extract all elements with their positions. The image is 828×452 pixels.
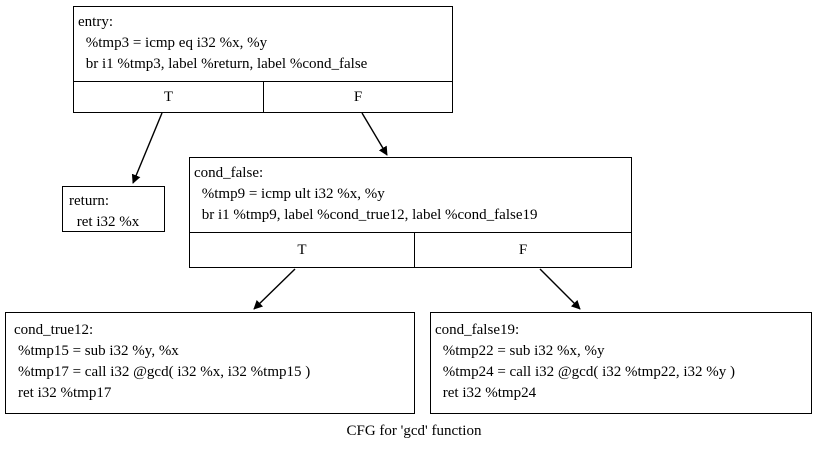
node-return-line-1: ret i32 %x [73,214,140,230]
node-entry-port-true[interactable]: T [163,88,174,105]
node-return-body: return: ret i32 %x [63,187,164,237]
node-cond-false-line-1: %tmp9 = icmp ult i32 %x, %y [198,186,385,202]
node-cond-true12[interactable]: cond_true12: %tmp15 = sub i32 %y, %x %tm… [5,312,415,414]
node-cond-false[interactable]: cond_false: %tmp9 = icmp ult i32 %x, %y … [189,157,632,268]
node-cond-true12-line-2: %tmp17 = call i32 @gcd( i32 %x, i32 %tmp… [18,364,311,380]
node-cond-false19[interactable]: cond_false19: %tmp22 = sub i32 %x, %y %t… [430,312,812,414]
node-cond-false-ports: T F [190,232,631,267]
node-entry-port-false[interactable]: F [263,82,452,112]
node-cond-false-line-0: cond_false: [194,165,264,181]
node-entry-line-1: %tmp3 = icmp eq i32 %x, %y [82,35,268,51]
node-cond-false19-body: cond_false19: %tmp22 = sub i32 %x, %y %t… [431,313,811,410]
node-cond-true12-line-0: cond_true12: [14,322,94,338]
node-entry-line-0: entry: [78,14,113,30]
node-cond-true12-line-3: ret i32 %tmp17 [18,385,112,401]
node-cond-true12-line-1: %tmp15 = sub i32 %y, %x [18,343,179,359]
edge-cond-false-T-to-cond-true12 [253,268,296,310]
diagram-caption: CFG for 'gcd' function [346,423,482,439]
node-cond-false-port-false[interactable]: F [414,233,631,267]
node-cond-false19-line-0: cond_false19: [435,322,520,338]
node-cond-false-body: cond_false: %tmp9 = icmp ult i32 %x, %y … [190,158,631,232]
node-entry-ports: T F [74,81,452,112]
node-entry-line-2: br i1 %tmp3, label %return, label %cond_… [82,56,368,72]
node-return-line-0: return: [69,193,109,209]
edge-entry-T-to-return [131,112,163,184]
node-cond-false19-line-3: ret i32 %tmp24 [439,385,537,401]
node-cond-false-port-true[interactable]: T [297,241,307,258]
node-cond-false-line-2: br i1 %tmp9, label %cond_true12, label %… [198,207,538,223]
edge-entry-F-to-cond-false [361,112,388,156]
node-return[interactable]: return: ret i32 %x [62,186,165,232]
node-cond-false19-line-1: %tmp22 = sub i32 %x, %y [439,343,605,359]
edge-cond-false-F-to-cond-false19 [539,268,581,310]
node-cond-true12-body: cond_true12: %tmp15 = sub i32 %y, %x %tm… [6,313,414,410]
node-entry-body: entry: %tmp3 = icmp eq i32 %x, %y br i1 … [74,7,452,81]
node-entry[interactable]: entry: %tmp3 = icmp eq i32 %x, %y br i1 … [73,6,453,113]
node-cond-false19-line-2: %tmp24 = call i32 @gcd( i32 %tmp22, i32 … [439,364,735,380]
